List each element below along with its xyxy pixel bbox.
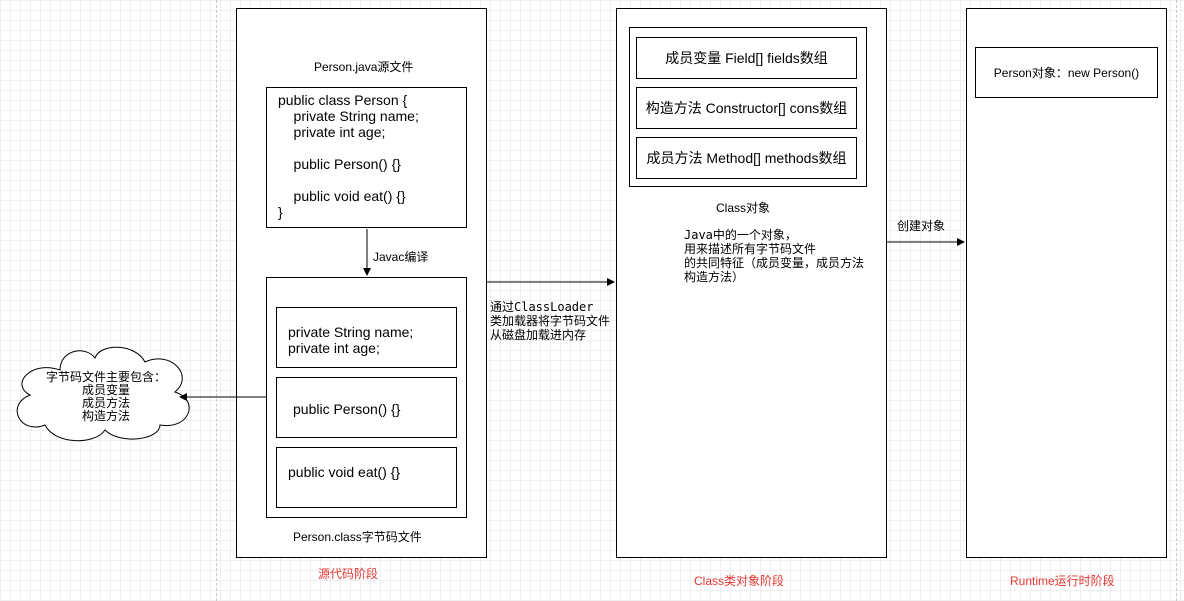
compile-label: Javac编译 [373,250,429,264]
guide-line [216,0,217,601]
bytecode-constructor-text: public Person() {} [293,401,401,417]
class-object-description: Java中的一个对象， 用来描述所有字节码文件 的共同特征（成员变量，成员方法 … [684,228,865,284]
guide-line [1176,0,1177,601]
person-object-box: Person对象：new Person() [975,47,1158,98]
bytecode-method-text: public void eat() {} [288,464,401,480]
bytecode-method-box: public void eat() {} [276,447,457,508]
class-file-title: Person.class字节码文件 [293,530,422,544]
source-stage-label: 源代码阶段 [318,567,379,581]
java-source-code: public class Person { private String nam… [278,92,419,220]
bytecode-fields-box: private String name; private int age; [276,307,457,368]
bytecode-fields-text: private String name; private int age; [288,324,414,356]
methods-array-box: 成员方法 Method[] methods数组 [636,137,857,179]
cloud-text: 字节码文件主要包含： 成员变量 成员方法 构造方法 [45,370,166,423]
java-source-box: public class Person { private String nam… [266,87,467,228]
java-file-title: Person.java源文件 [314,60,414,74]
bytecode-constructor-box: public Person() {} [276,377,457,438]
fields-array-box: 成员变量 Field[] fields数组 [636,37,857,79]
classloader-label: 通过ClassLoader 类加载器将字节码文件 从磁盘加载进内存 [490,300,611,342]
runtime-stage-label: Runtime运行时阶段 [1010,574,1115,588]
create-object-label: 创建对象 [897,219,946,233]
runtime-stage-panel [966,8,1167,558]
class-object-title: Class对象 [716,201,771,215]
class-stage-label: Class类对象阶段 [694,574,785,588]
constructors-array-box: 构造方法 Constructor[] cons数组 [636,87,857,129]
